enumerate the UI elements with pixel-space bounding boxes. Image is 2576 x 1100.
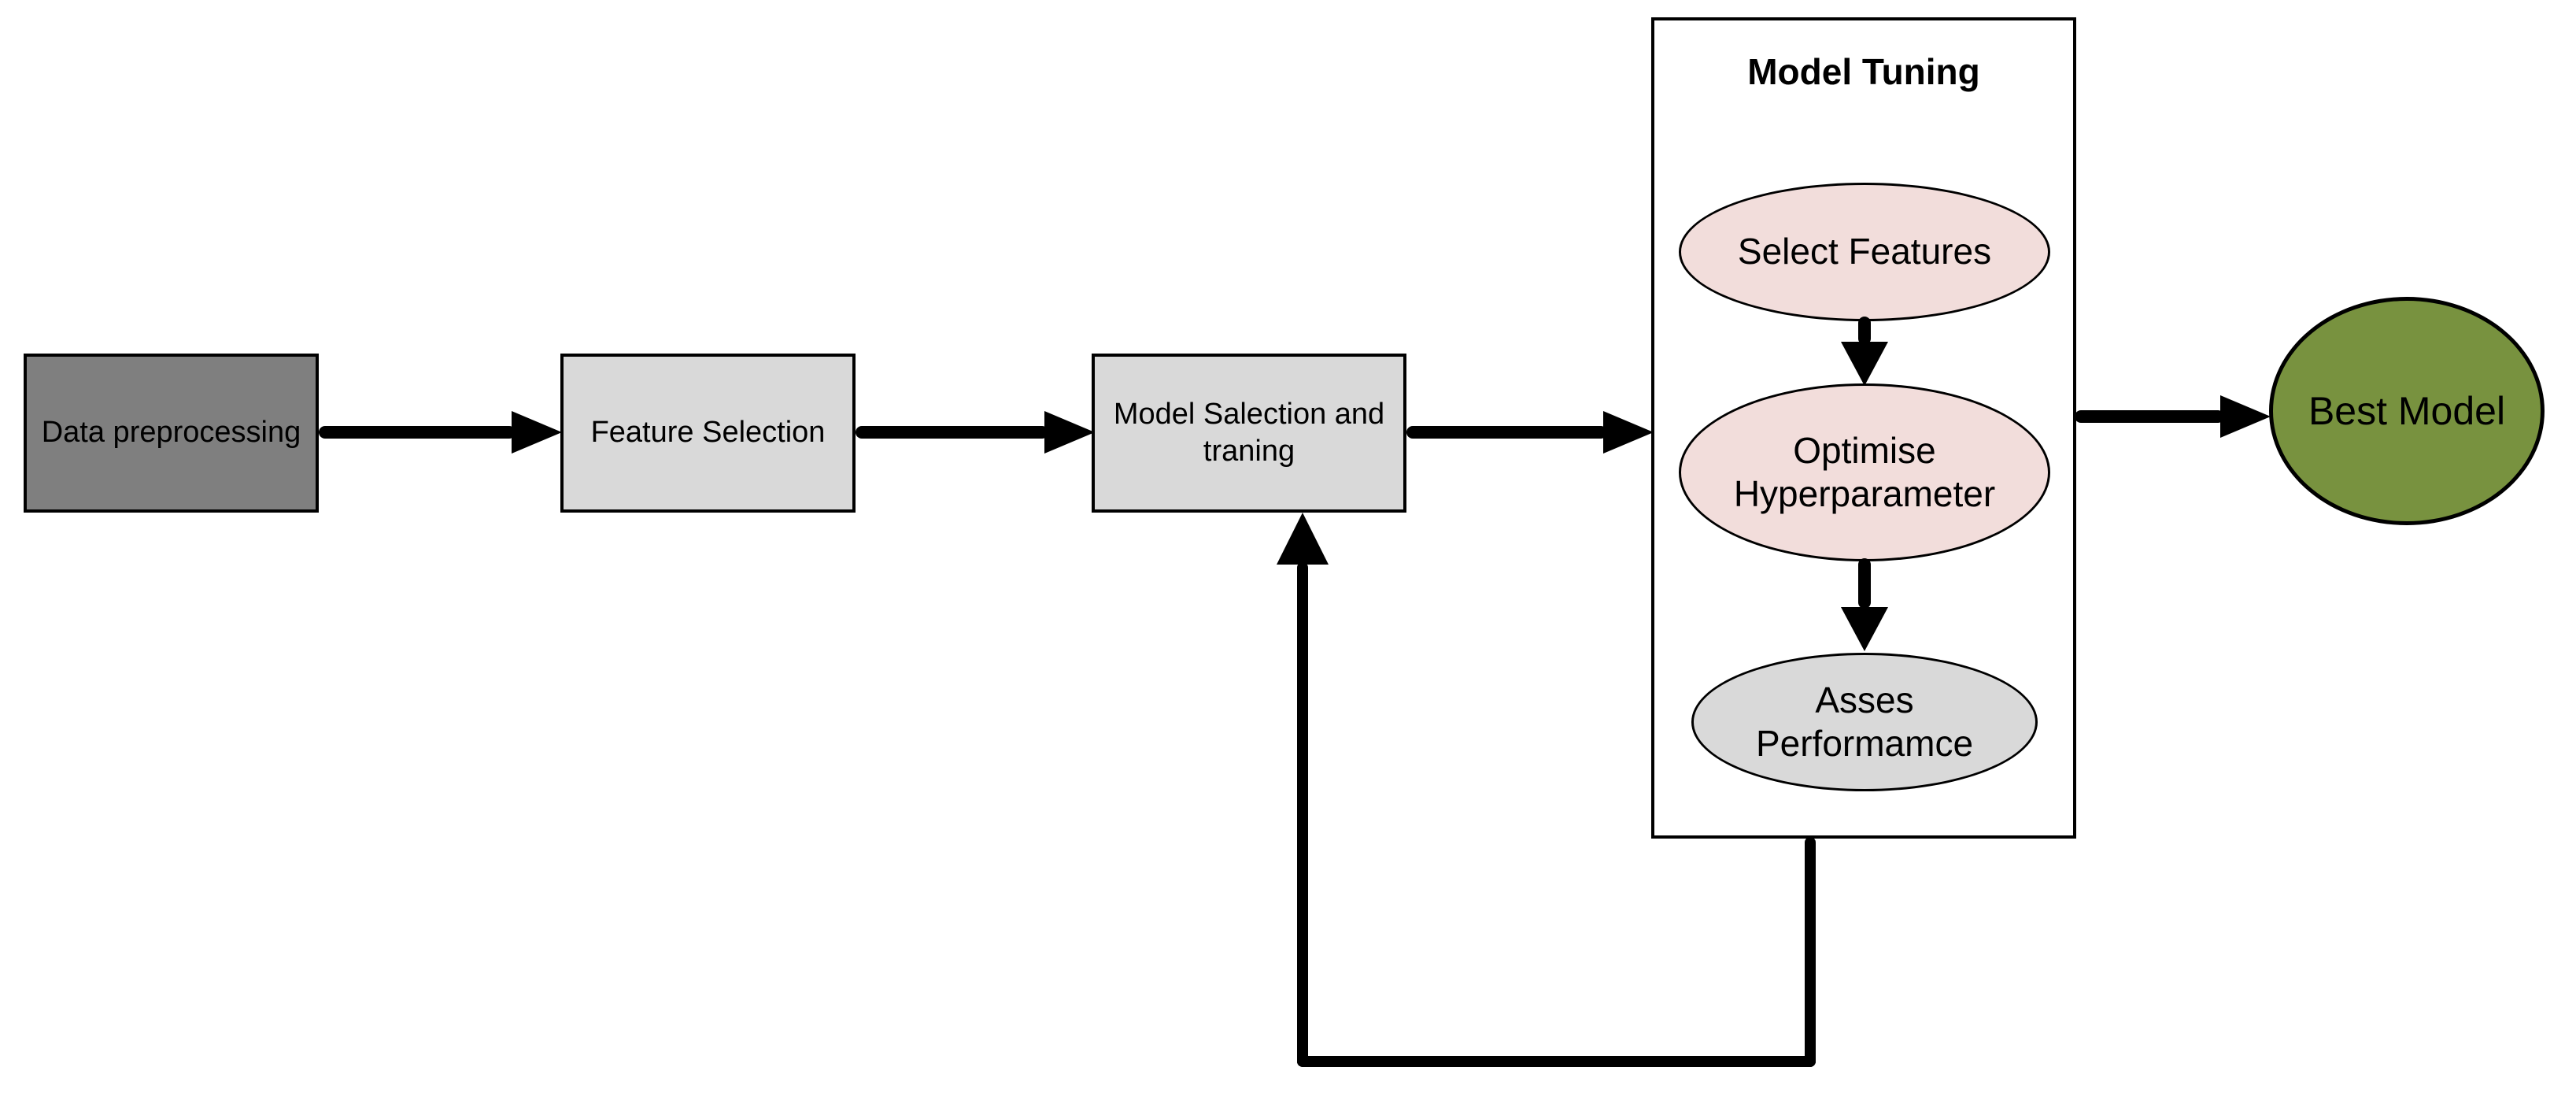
node-assess-performance: Asses Performamce bbox=[1691, 653, 2038, 791]
arrow-head-right-icon bbox=[1044, 411, 1095, 454]
arrow-head-right-icon bbox=[512, 411, 562, 454]
arrow-shaft bbox=[319, 426, 516, 439]
node-model-selection-training: Model Salection and traning bbox=[1092, 354, 1406, 513]
feedback-segment-up bbox=[1297, 562, 1308, 1067]
node-model-selection-training-label: Model Salection and traning bbox=[1113, 397, 1385, 469]
node-optimise-hyperparameter: Optimise Hyperparameter bbox=[1679, 383, 2050, 561]
node-select-features-label: Select Features bbox=[1737, 231, 1992, 272]
node-feature-selection: Feature Selection bbox=[560, 354, 856, 513]
node-data-preprocessing-label: Data preprocessing bbox=[41, 416, 301, 450]
arrow-shaft bbox=[2075, 410, 2224, 423]
node-feature-selection-label: Feature Selection bbox=[590, 416, 826, 450]
arrow-head-down-icon bbox=[1841, 607, 1888, 651]
arrow-head-right-icon bbox=[2220, 395, 2271, 438]
group-model-tuning-title: Model Tuning bbox=[1747, 51, 1980, 92]
node-assess-performance-label: Asses Performamce bbox=[1755, 679, 1974, 764]
node-optimise-hyperparameter-label: Optimise Hyperparameter bbox=[1733, 429, 1996, 514]
node-best-model: Best Model bbox=[2269, 297, 2545, 525]
arrow-shaft bbox=[1858, 558, 1871, 609]
feedback-segment-down bbox=[1805, 837, 1816, 1067]
arrow-shaft bbox=[1406, 426, 1607, 439]
arrow-shaft bbox=[1858, 317, 1871, 345]
arrow-shaft bbox=[856, 426, 1048, 439]
node-data-preprocessing: Data preprocessing bbox=[24, 354, 319, 513]
arrow-head-up-icon bbox=[1277, 513, 1329, 565]
node-best-model-label: Best Model bbox=[2308, 389, 2506, 433]
feedback-segment-bottom bbox=[1297, 1056, 1816, 1067]
arrow-head-down-icon bbox=[1841, 342, 1888, 386]
node-select-features: Select Features bbox=[1679, 183, 2050, 321]
arrow-head-right-icon bbox=[1603, 411, 1654, 454]
